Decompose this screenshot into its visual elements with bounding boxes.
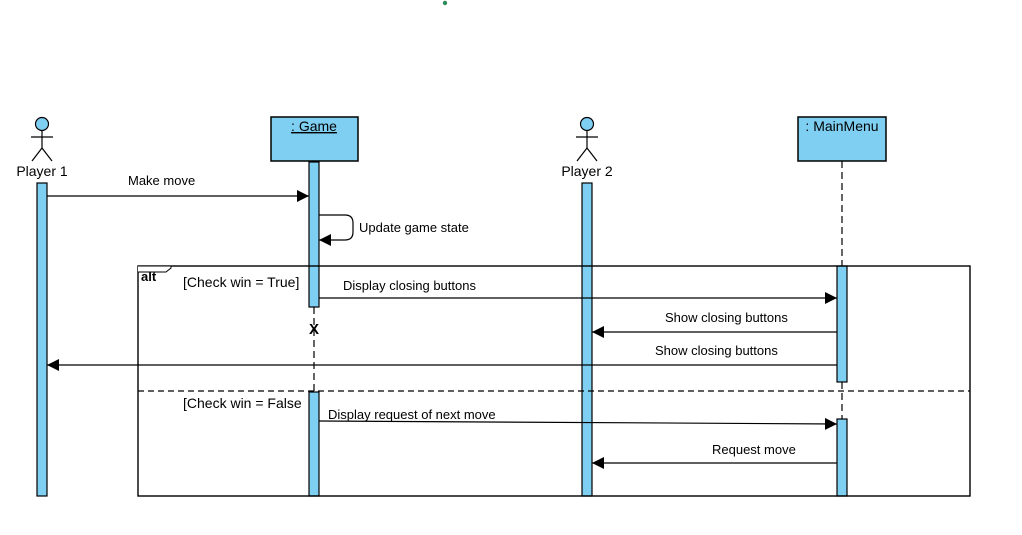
msg-show-closing-p1-label: Show closing buttons [655,343,778,358]
game-activation-1 [308,161,320,308]
msg-show-closing-p2-label: Show closing buttons [665,310,788,325]
alt-fragment: alt [Check win = True] [Check win = Fals… [137,265,971,497]
mainmenu-activation-1 [836,265,848,383]
stray-dot [442,0,448,6]
player-2-activation [581,182,593,497]
destroy-marker: X [309,321,319,338]
actor-player-1: Player 1 [16,116,68,179]
object-game: : Game [270,116,359,162]
guard-check-win-true: [Check win = True] [183,274,299,290]
player-1-activation [36,182,48,497]
guard-check-win-false: [Check win = False [183,395,302,411]
msg-display-closing-label: Display closing buttons [343,278,476,293]
game-label: : Game [291,118,337,134]
msg-display-request-label: Display request of next move [328,407,496,422]
msg-update-game-state-arrow [319,214,354,246]
msg-update-game-state-label: Update game state [359,220,469,235]
alt-operator: alt [141,269,157,284]
msg-display-request-arrow [318,417,838,430]
player-1-label: Player 1 [16,163,68,179]
player-2-label: Player 2 [561,163,613,179]
msg-make-move-label: Make move [128,173,195,188]
mainmenu-label: : MainMenu [805,118,878,134]
game-activation-2 [308,391,320,497]
actor-player-2: Player 2 [561,116,613,179]
msg-request-move-label: Request move [712,442,796,457]
mainmenu-activation-2 [836,418,848,497]
object-mainmenu: : MainMenu [797,116,887,162]
